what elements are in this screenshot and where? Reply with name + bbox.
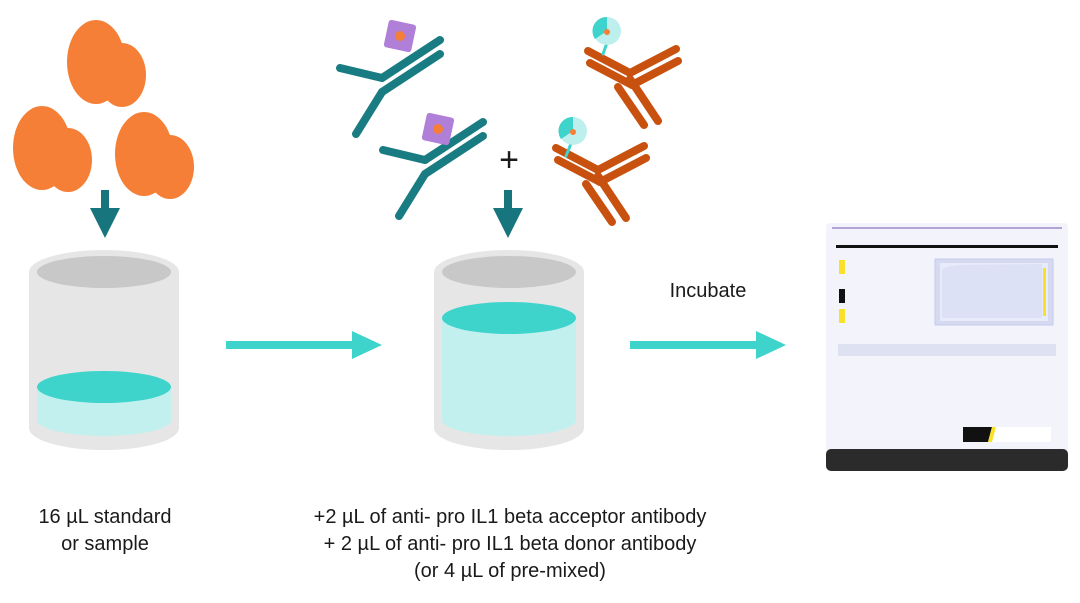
step2-caption-line: (or 4 µL of pre-mixed) xyxy=(414,560,606,582)
acceptor-antibody-icon xyxy=(383,112,483,216)
antigen-left xyxy=(13,106,92,192)
step1-caption: 16 µL standard or sample xyxy=(0,504,210,558)
arrow-right-icon xyxy=(630,331,786,359)
step2-caption: +2 µL of anti- pro IL1 beta acceptor ant… xyxy=(260,504,760,585)
donor-antibody-icon xyxy=(588,16,678,125)
plate-reader-icon xyxy=(826,223,1068,471)
step2-caption-line: +2 µL of anti- pro IL1 beta acceptor ant… xyxy=(313,506,707,528)
tube-icon xyxy=(29,250,179,450)
arrow-down-icon xyxy=(493,190,523,238)
acceptor-antibody-icon xyxy=(340,19,440,134)
tube-icon xyxy=(434,250,584,450)
step1-caption-line: 16 µL standard xyxy=(38,506,172,528)
donor-antibody-icon xyxy=(556,116,646,222)
arrow-right-icon xyxy=(226,331,382,359)
antigen-top xyxy=(67,20,146,107)
antigen-right xyxy=(115,112,194,199)
antigen-cluster-icon xyxy=(13,20,194,199)
plus-sign: + xyxy=(499,141,519,179)
step2-caption-line: + 2 µL of anti- pro IL1 beta donor antib… xyxy=(323,533,697,555)
step1-caption-line: or sample xyxy=(61,533,149,555)
arrow-down-icon xyxy=(90,190,120,238)
incubate-label: Incubate xyxy=(669,280,747,302)
